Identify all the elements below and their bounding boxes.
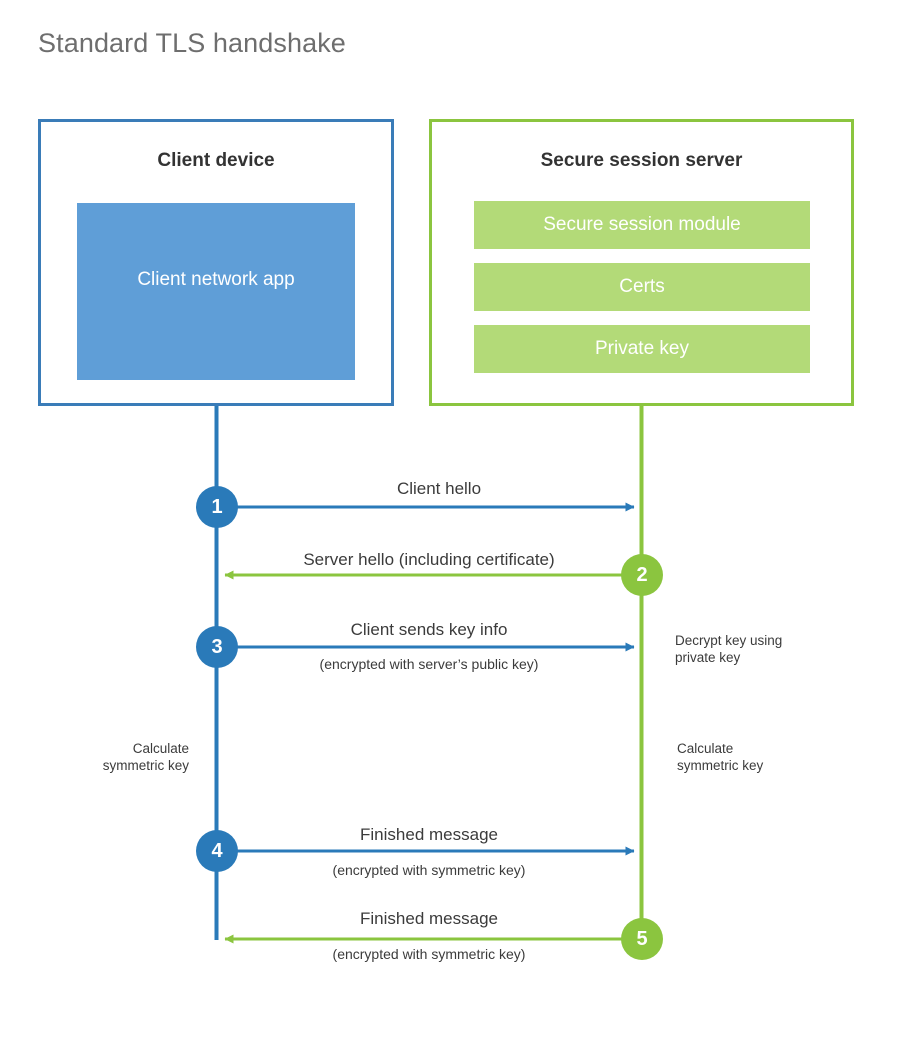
step-4-label: Finished message (360, 825, 498, 844)
client-device-title: Client device (157, 150, 275, 171)
client-network-app-block: Client network app (77, 203, 355, 380)
server-calculate-symmetric-key-note: Calculate symmetric key (677, 740, 763, 774)
server-calc-note-line-1: Calculate (677, 741, 734, 756)
step-3-sublabel: (encrypted with server’s public key) (319, 656, 539, 672)
step-2-label: Server hello (including certificate) (303, 550, 555, 569)
step-marker-4: 4 (196, 830, 238, 872)
client-device-box: Client device Client network app (38, 119, 394, 406)
step-1-label: Client hello (396, 479, 482, 498)
server-decrypt-note: Decrypt key using private key (675, 632, 782, 666)
server-component-stack: Secure session module Certs Private key (474, 201, 810, 373)
server-item-certs: Certs (474, 263, 810, 311)
secure-session-server-title: Secure session server (540, 150, 743, 171)
server-item-private-key: Private key (474, 325, 810, 373)
secure-session-server-box: Secure session server Secure session mod… (429, 119, 854, 406)
step-marker-2: 2 (621, 554, 663, 596)
step-marker-5: 5 (621, 918, 663, 960)
step-5-sublabel: (encrypted with symmetric key) (332, 946, 526, 962)
client-calculate-symmetric-key-note: Calculate symmetric key (0, 740, 189, 774)
page-title: Standard TLS handshake (38, 28, 346, 58)
client-calc-note-line-2: symmetric key (102, 758, 189, 773)
step-4-sublabel: (encrypted with symmetric key) (332, 862, 526, 878)
step-marker-3: 3 (196, 626, 238, 668)
step-marker-1: 1 (196, 486, 238, 528)
server-decrypt-note-line-1: Decrypt key using (675, 633, 783, 648)
server-decrypt-note-line-2: private key (675, 650, 741, 665)
step-3-label: Client sends key info (350, 620, 508, 639)
step-5-label: Finished message (360, 909, 498, 928)
client-calc-note-line-1: Calculate (132, 741, 189, 756)
server-item-secure-session-module: Secure session module (474, 201, 810, 249)
server-calc-note-line-2: symmetric key (677, 758, 764, 773)
